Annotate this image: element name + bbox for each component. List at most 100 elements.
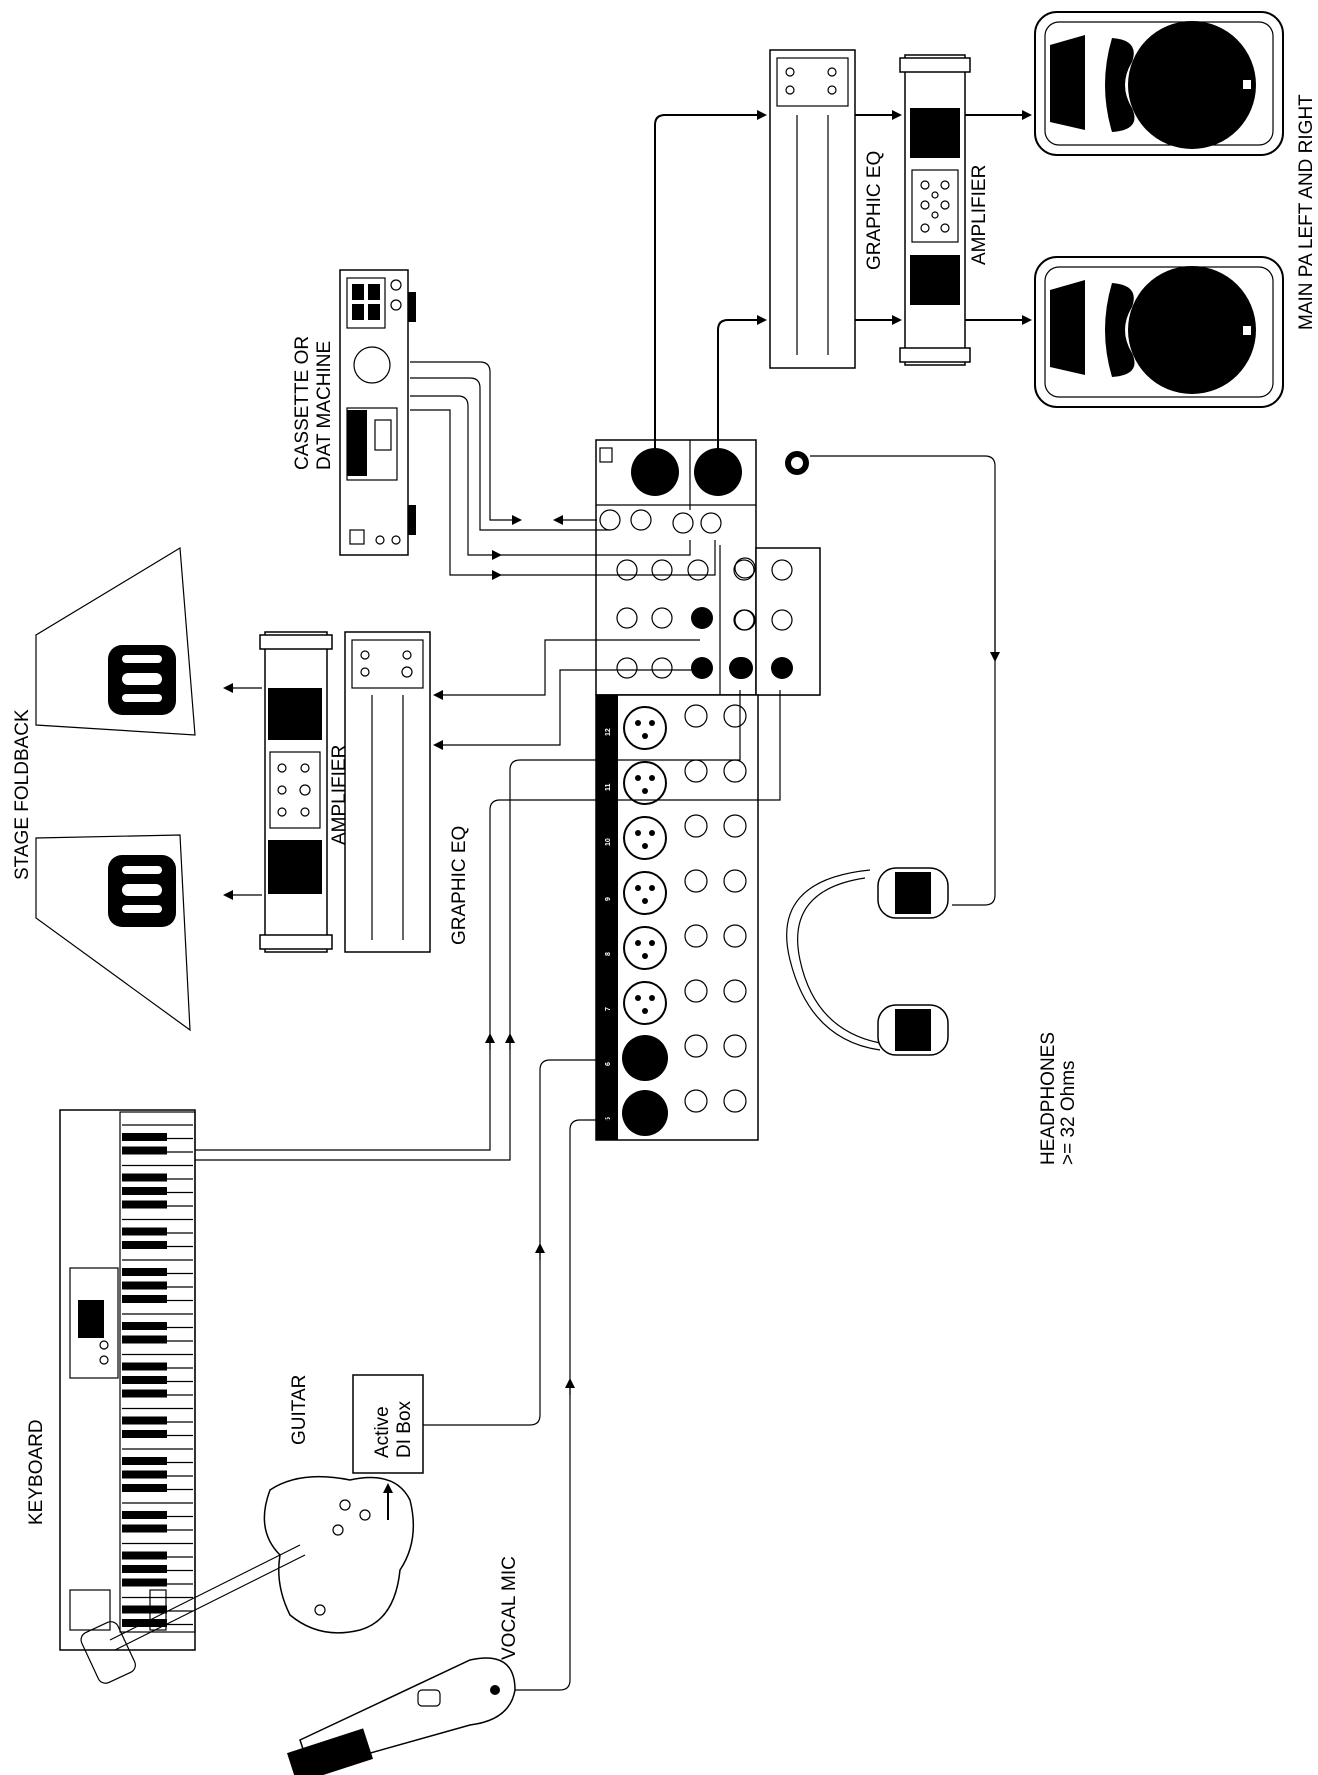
main-pa-label: MAIN PA LEFT AND RIGHT bbox=[1296, 94, 1317, 330]
insert-jack bbox=[723, 1089, 747, 1113]
foldback-wedge-top bbox=[35, 546, 196, 736]
insert-jack bbox=[723, 814, 747, 838]
line-input-jack bbox=[684, 1034, 708, 1058]
cassette-dat-machine bbox=[339, 269, 416, 556]
channel-strip: 5 bbox=[605, 1089, 747, 1136]
top-amplifier bbox=[899, 54, 971, 366]
cables bbox=[195, 110, 1032, 1691]
left-graphic-eq bbox=[344, 631, 431, 953]
stage-foldback-label: STAGE FOLDBACK bbox=[12, 709, 33, 880]
xlr-input-jack bbox=[623, 981, 667, 1025]
graphic-eq-top-label: GRAPHIC EQ bbox=[864, 151, 885, 270]
channel-number: 12 bbox=[605, 728, 612, 736]
channel-number: 5 bbox=[605, 1117, 612, 1121]
channel-strip: 7 bbox=[605, 979, 747, 1025]
xlr-input-jack bbox=[623, 926, 667, 970]
guitar-label: GUITAR bbox=[289, 1375, 310, 1445]
xlr-pin bbox=[642, 843, 648, 849]
headphones-label-line2: >= 32 Ohms bbox=[1058, 1060, 1079, 1165]
headphones-label-line1: HEADPHONES bbox=[1038, 1032, 1059, 1165]
di-box-label-line2: DI Box bbox=[394, 1400, 415, 1458]
xlr-pin bbox=[642, 898, 648, 904]
black-key bbox=[122, 1133, 167, 1141]
vocal-mic-label: VOCAL MIC bbox=[499, 1556, 520, 1660]
black-key bbox=[122, 1241, 167, 1249]
black-key bbox=[122, 1470, 167, 1479]
xlr-input-jack bbox=[623, 706, 667, 750]
channel-number: 9 bbox=[605, 897, 612, 901]
xlr-pin bbox=[642, 733, 648, 739]
black-key bbox=[122, 1173, 167, 1182]
black-key bbox=[122, 1605, 167, 1614]
black-key bbox=[122, 1295, 167, 1303]
insert-jack bbox=[723, 704, 747, 728]
black-key bbox=[122, 1524, 167, 1533]
black-key bbox=[122, 1578, 167, 1587]
di-box-label-line1: Active bbox=[372, 1406, 393, 1458]
active-di-box: Active DI Box bbox=[352, 1374, 424, 1474]
xlr-pin bbox=[649, 830, 655, 836]
main-pa-speaker-right bbox=[1034, 11, 1284, 156]
xlr-pin bbox=[635, 995, 641, 1001]
black-key bbox=[122, 1416, 167, 1425]
insert-jack bbox=[723, 979, 747, 1003]
left-amplifier bbox=[259, 631, 333, 953]
xlr-pin bbox=[649, 940, 655, 946]
keyboard bbox=[59, 1109, 196, 1651]
combo-input-jack bbox=[622, 1035, 668, 1081]
line-input-jack bbox=[684, 979, 708, 1003]
amplifier-top-label: AMPLIFIER bbox=[969, 165, 990, 265]
xlr-pin bbox=[635, 775, 641, 781]
xlr-pin bbox=[642, 953, 648, 959]
insert-jack bbox=[723, 924, 747, 948]
xlr-pin bbox=[642, 788, 648, 794]
keyboard-label: KEYBOARD bbox=[26, 1419, 47, 1525]
channel-strip: 10 bbox=[605, 814, 747, 860]
top-graphic-eq bbox=[769, 49, 856, 369]
black-key bbox=[122, 1551, 167, 1560]
insert-jack bbox=[723, 869, 747, 893]
black-key bbox=[122, 1227, 167, 1236]
black-key bbox=[122, 1187, 167, 1195]
channel-number: 11 bbox=[605, 783, 612, 791]
xlr-pin bbox=[649, 885, 655, 891]
headphones bbox=[786, 867, 949, 1056]
black-key bbox=[122, 1268, 167, 1276]
black-key bbox=[122, 1200, 167, 1209]
channel-strip: 8 bbox=[605, 924, 747, 970]
line-input-jack bbox=[684, 704, 708, 728]
xlr-pin bbox=[635, 720, 641, 726]
black-key bbox=[122, 1362, 167, 1371]
main-pa-speaker-left bbox=[1034, 256, 1284, 408]
line-input-jack bbox=[684, 869, 708, 893]
black-key bbox=[122, 1322, 167, 1330]
black-key bbox=[122, 1430, 167, 1438]
graphic-eq-left-label: GRAPHIC EQ bbox=[449, 826, 470, 945]
black-key bbox=[122, 1484, 167, 1492]
cassette-label-line1: CASSETTE OR bbox=[292, 336, 313, 470]
vocal-mic bbox=[287, 1657, 516, 1775]
channel-strip: 9 bbox=[605, 869, 747, 915]
black-key bbox=[122, 1389, 167, 1398]
xlr-input-jack bbox=[623, 871, 667, 915]
xlr-pin bbox=[635, 885, 641, 891]
xlr-pin bbox=[649, 775, 655, 781]
foldback-wedge-bottom bbox=[35, 834, 191, 1032]
guitar bbox=[80, 1475, 415, 1684]
line-input-jack bbox=[684, 1089, 708, 1113]
black-key bbox=[122, 1511, 167, 1519]
channel-number: 7 bbox=[605, 1007, 612, 1011]
black-key bbox=[122, 1281, 167, 1290]
xlr-pin bbox=[642, 1008, 648, 1014]
cassette-label-line2: DAT MACHINE bbox=[314, 341, 335, 470]
xlr-pin bbox=[649, 995, 655, 1001]
black-key bbox=[122, 1457, 167, 1465]
xlr-input-jack bbox=[623, 761, 667, 805]
black-key bbox=[122, 1335, 167, 1344]
channel-number: 10 bbox=[605, 838, 612, 846]
xlr-pin bbox=[649, 720, 655, 726]
black-key bbox=[122, 1565, 167, 1573]
channel-number: 6 bbox=[605, 1062, 612, 1066]
line-input-jack bbox=[684, 924, 708, 948]
insert-jack bbox=[723, 1034, 747, 1058]
